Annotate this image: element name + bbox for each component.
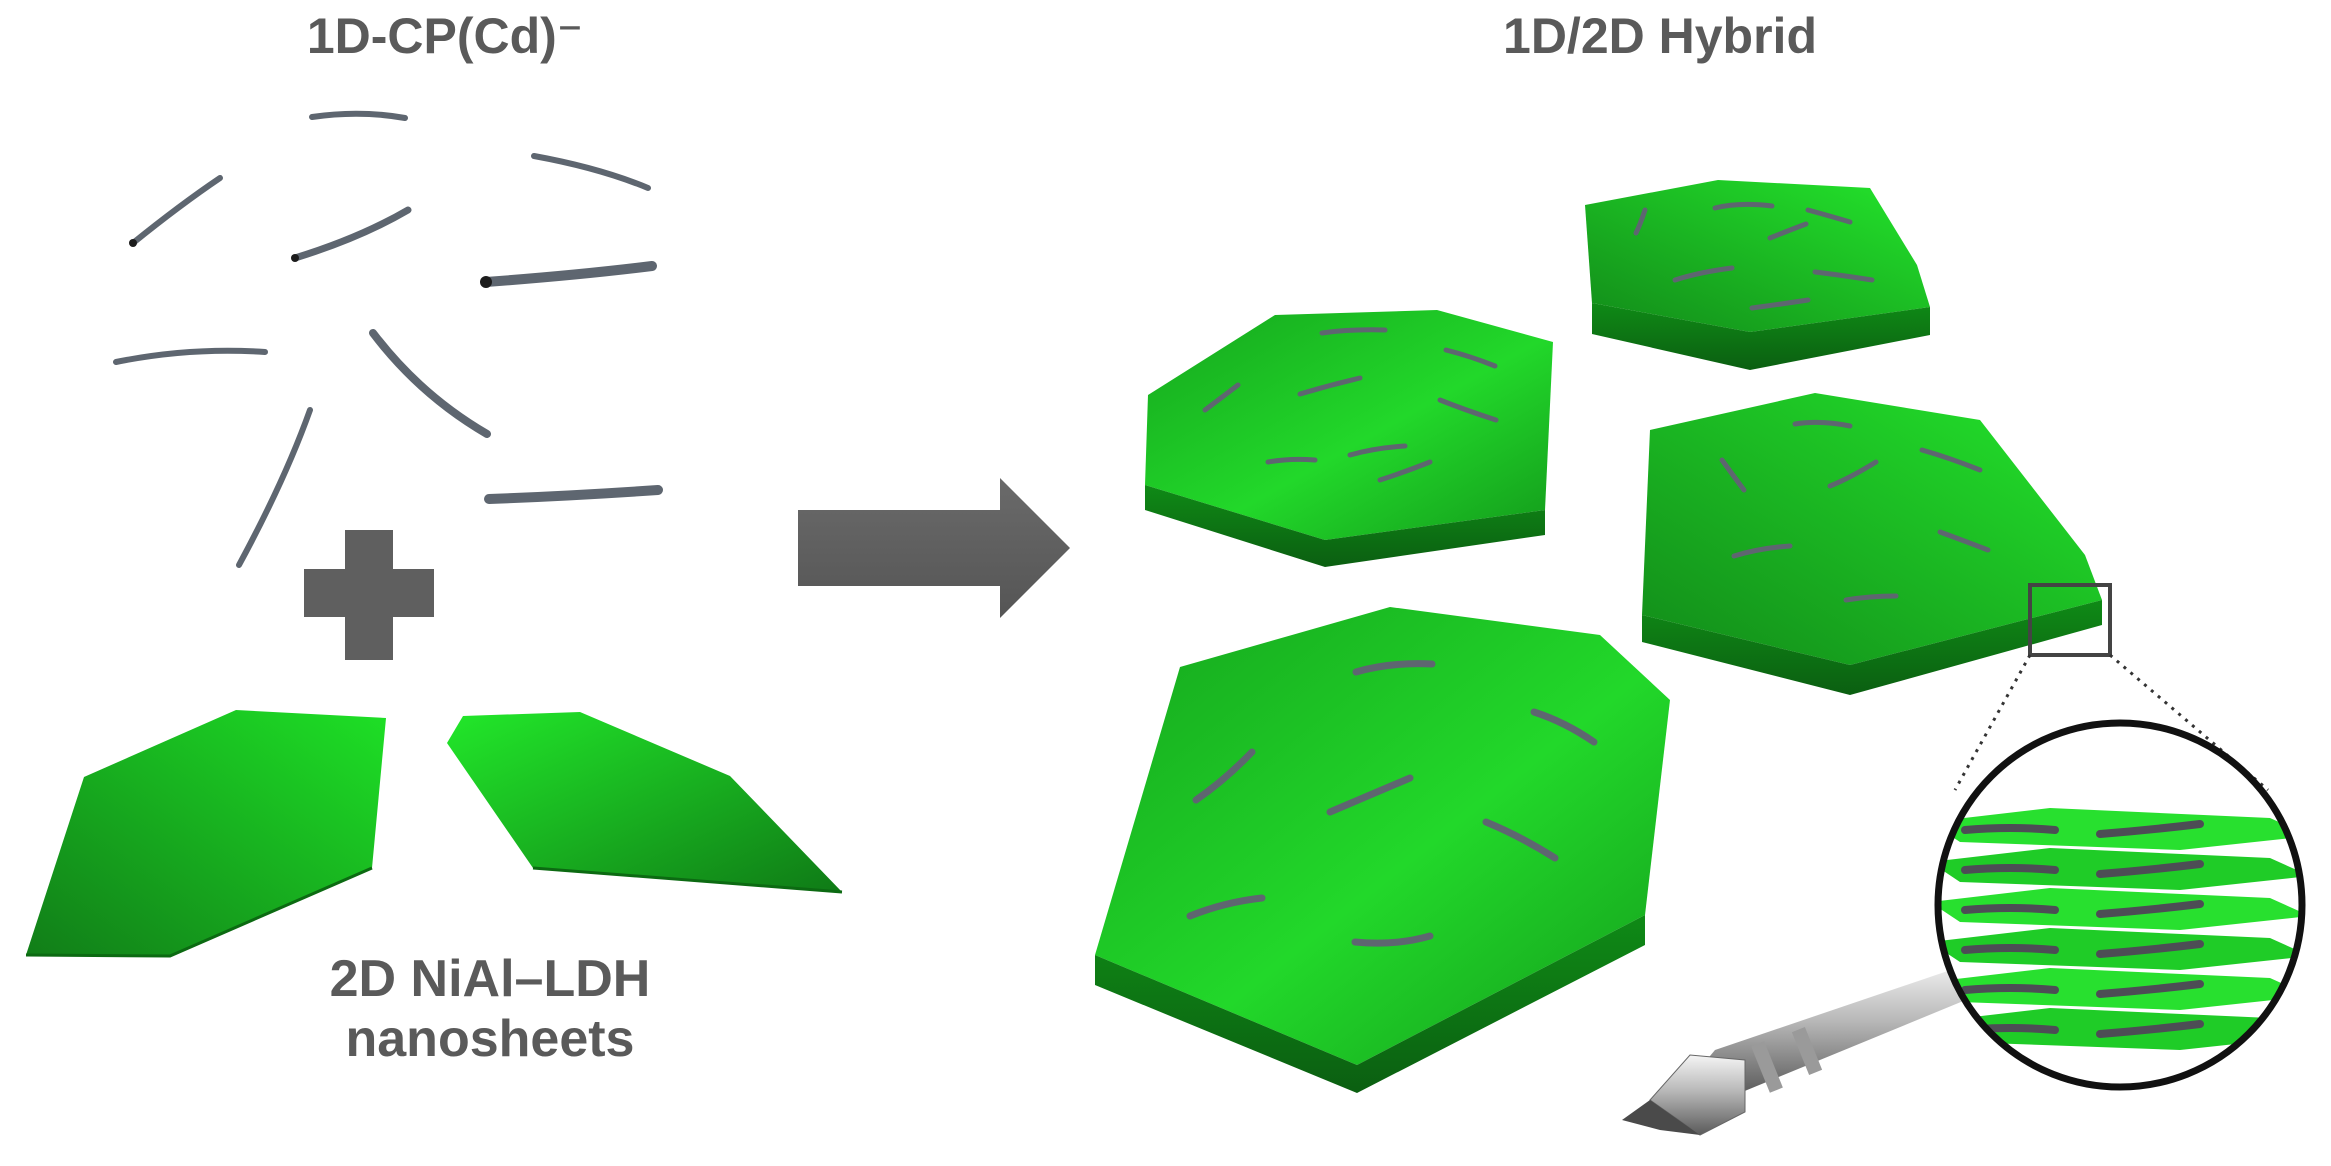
nanorod	[484, 485, 663, 504]
nanorod	[369, 329, 491, 438]
nanorod	[113, 347, 268, 365]
magnifier-icon	[1622, 719, 2306, 1136]
nanorod	[481, 261, 657, 287]
label-ldh-nanosheets: 2D NiAl–LDH nanosheets	[250, 950, 730, 1070]
nanorod	[130, 175, 223, 246]
label-ldh-line2: nanosheets	[345, 1009, 635, 1068]
stacked-layers	[1938, 808, 2302, 1050]
nanorod	[291, 206, 412, 262]
label-hybrid: 1D/2D Hybrid	[1503, 8, 1817, 64]
label-ldh-line1: 2D NiAl–LDH	[329, 950, 651, 1008]
nanorod	[236, 407, 313, 568]
magnifier-handle	[1622, 960, 1990, 1136]
hybrid-sheet-top	[1585, 180, 1930, 370]
hybrid-sheet-bottom	[1095, 607, 1670, 1093]
right-arrow-icon	[798, 478, 1070, 618]
nanorod	[309, 110, 408, 121]
magnifier-lens-ring	[1934, 719, 2306, 1091]
label-1d-cp: 1D-CP(Cd)⁻	[306, 8, 584, 64]
nanorod	[531, 153, 651, 191]
ldh-nanosheet-left	[25, 710, 386, 958]
plus-icon	[304, 530, 434, 660]
hybrid-sheet-mid-right	[1642, 393, 2102, 695]
hybrid-sheet-mid-left	[1145, 310, 1553, 567]
ldh-nanosheet-right	[447, 712, 843, 894]
free-nanorods	[113, 110, 663, 568]
